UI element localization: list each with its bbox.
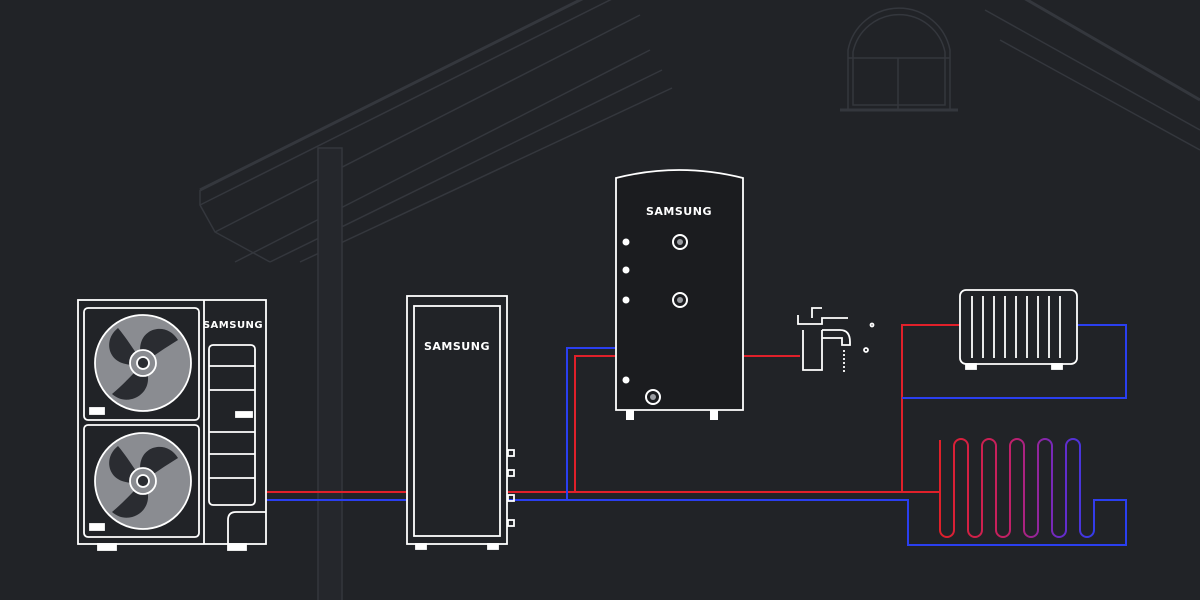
outdoor-unit [77,299,267,551]
fan-icon [94,314,192,412]
tank-return-pipe [566,347,616,500]
tap-icon [797,307,875,372]
attic-window [840,7,958,112]
house-outline [199,0,1200,600]
hot-water-tank [615,169,744,420]
underfloor-heating-coil [939,438,1100,538]
hydro-unit-brand: SAMSUNG [424,340,490,353]
main-flow-pipe [507,440,941,493]
main-return-pipe [507,499,1127,546]
radiator-flow-pipe [901,324,960,492]
radiator [959,289,1078,370]
radiator-return-pipe [902,324,1127,399]
outdoor-unit-brand: SAMSUNG [203,320,263,331]
fan-icon [94,432,192,530]
water-tank-brand: SAMSUNG [646,205,712,218]
tank-flow-pipe [574,355,616,492]
hydro-unit [406,295,515,550]
